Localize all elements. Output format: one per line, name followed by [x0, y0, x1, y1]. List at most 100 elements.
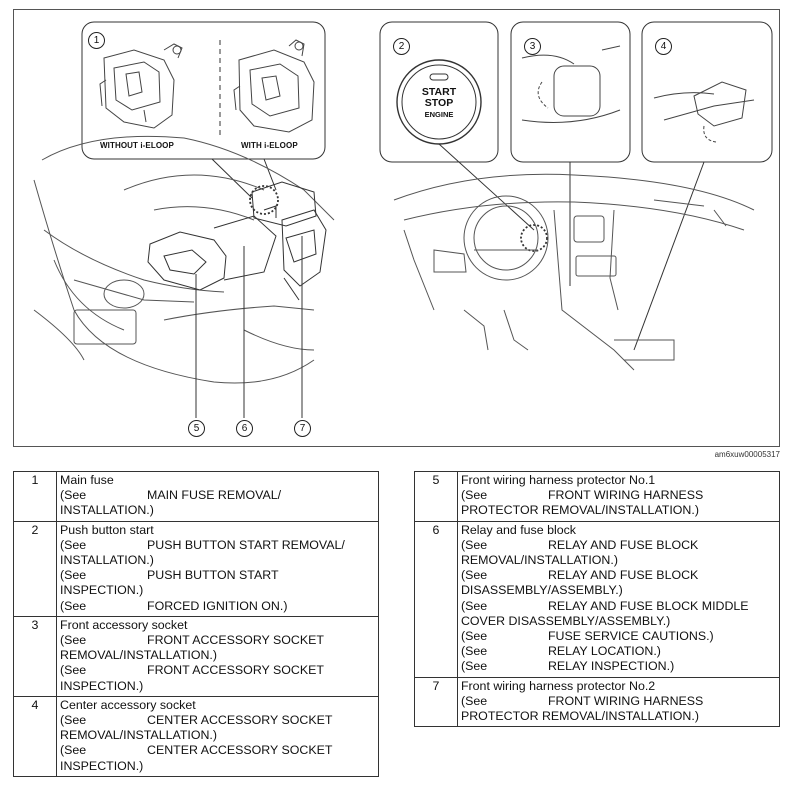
- reference-link[interactable]: (See PUSH BUTTON START REMOVAL/: [60, 538, 375, 553]
- reference-text-cont: INSPECTION.): [60, 678, 144, 693]
- reference-link[interactable]: (See FRONT WIRING HARNESS: [461, 694, 776, 709]
- reference-text-cont: REMOVAL/INSTALLATION.): [460, 553, 618, 568]
- reference-text-cont: REMOVAL/INSTALLATION.): [60, 728, 217, 743]
- callout-6: 6: [236, 420, 253, 437]
- inset-main-fuse: [81, 21, 326, 160]
- reference-text: RELAY AND FUSE BLOCK: [547, 537, 699, 552]
- reference-text: FRONT WIRING HARNESS: [547, 693, 704, 708]
- item-title: Push button start: [60, 522, 154, 537]
- reference-link[interactable]: (See RELAY INSPECTION.): [461, 659, 776, 674]
- reference-link[interactable]: (See FORCED IGNITION ON.): [60, 599, 375, 614]
- reference-text-cont: COVER DISASSEMBLY/ASSEMBLY.): [460, 613, 671, 628]
- reference-text: RELAY LOCATION.): [547, 644, 661, 659]
- reference-text: FRONT ACCESSORY SOCKET: [147, 633, 324, 648]
- item-number: 1: [12, 471, 58, 522]
- see-label: (See: [460, 537, 488, 552]
- reference-text: PUSH BUTTON START: [147, 568, 279, 583]
- reference-text-cont: DISASSEMBLY/ASSEMBLY.): [460, 583, 623, 598]
- item-title: Front accessory socket: [60, 617, 188, 632]
- item-title: Relay and fuse block: [460, 522, 576, 537]
- see-label: (See: [460, 693, 488, 708]
- see-label: (See: [460, 568, 488, 583]
- reference-text: CENTER ACCESSORY SOCKET: [147, 743, 333, 758]
- label-with-ieloop: WITH i-ELOOP: [241, 141, 298, 150]
- location-figure: WITHOUT i-ELOOP WITH i-ELOOP START STOP …: [13, 9, 780, 447]
- fuse-box-with-ieloop: [233, 39, 315, 133]
- item-number: 6: [414, 520, 458, 678]
- reference-text: PUSH BUTTON START REMOVAL/: [147, 537, 345, 552]
- start-button-inner: [401, 64, 477, 140]
- leader-4: [633, 161, 705, 351]
- reference-text-cont: PROTECTOR REMOVAL/INSTALLATION.): [460, 709, 699, 724]
- reference-text: FORCED IGNITION ON.): [147, 598, 288, 613]
- see-label: (See: [60, 633, 87, 648]
- reference-link[interactable]: (See RELAY LOCATION.): [461, 644, 776, 659]
- see-label: (See: [60, 537, 87, 552]
- button-location-marker: [520, 224, 548, 252]
- callout-4: 4: [655, 38, 672, 55]
- reference-text: CENTER ACCESSORY SOCKET: [147, 713, 333, 728]
- item-description: Front wiring harness protector No.2(See F…: [456, 676, 781, 728]
- vehicle-illustration: [33, 21, 773, 418]
- see-label: (See: [60, 568, 87, 583]
- callout-5: 5: [188, 420, 205, 437]
- see-label: (See: [60, 598, 87, 613]
- reference-text-cont: INSTALLATION.): [60, 503, 154, 518]
- reference-link[interactable]: (See PUSH BUTTON START: [60, 568, 375, 583]
- inset-center-socket: [641, 21, 773, 163]
- reference-link[interactable]: (See RELAY AND FUSE BLOCK: [461, 538, 776, 553]
- reference-link[interactable]: (See FRONT ACCESSORY SOCKET: [60, 663, 375, 678]
- see-label: (See: [460, 629, 488, 644]
- see-label: (See: [460, 488, 488, 503]
- see-label: (See: [460, 644, 488, 659]
- reference-text: FRONT ACCESSORY SOCKET: [147, 663, 324, 678]
- item-title: Front wiring harness protector No.2: [460, 678, 656, 693]
- leader-2: [438, 143, 535, 231]
- reference-link[interactable]: (See CENTER ACCESSORY SOCKET: [60, 743, 375, 758]
- image-code: am6xuw00005317: [714, 450, 780, 459]
- label-without-ieloop: WITHOUT i-ELOOP: [100, 141, 174, 150]
- stop-text: STOP: [424, 97, 454, 109]
- reference-text-cont: PROTECTOR REMOVAL/INSTALLATION.): [460, 503, 699, 518]
- reference-link[interactable]: (See FRONT WIRING HARNESS: [461, 488, 776, 503]
- see-label: (See: [60, 713, 87, 728]
- reference-text: RELAY AND FUSE BLOCK: [547, 568, 699, 583]
- see-label: (See: [60, 743, 87, 758]
- center-socket-drawing: [653, 81, 755, 143]
- reference-text: RELAY INSPECTION.): [547, 659, 675, 674]
- item-title: Front wiring harness protector No.1: [460, 473, 656, 487]
- reference-link[interactable]: (See FRONT ACCESSORY SOCKET: [60, 633, 375, 648]
- inset-push-button: [379, 21, 499, 163]
- inset1-leader-right: [263, 158, 277, 191]
- reference-text: FRONT WIRING HARNESS: [547, 488, 704, 503]
- start-button-label: START STOP ENGINE: [412, 87, 466, 120]
- fuse-location-marker: [249, 185, 279, 215]
- see-label: (See: [460, 598, 488, 613]
- callout-7: 7: [294, 420, 311, 437]
- reference-link[interactable]: (See CENTER ACCESSORY SOCKET: [60, 713, 375, 728]
- reference-text-cont: INSPECTION.): [60, 758, 144, 773]
- start-text: START: [421, 86, 457, 98]
- inset1-leader-left: [211, 158, 253, 199]
- reference-link[interactable]: (See FUSE SERVICE CAUTIONS.): [461, 629, 776, 644]
- item-description: Front wiring harness protector No.1(See F…: [456, 471, 781, 522]
- item-number: 5: [414, 471, 458, 522]
- see-label: (See: [60, 663, 87, 678]
- callout-2: 2: [393, 38, 410, 55]
- see-label: (See: [460, 659, 488, 674]
- reference-link[interactable]: (See RELAY AND FUSE BLOCK: [461, 568, 776, 583]
- reference-text: FUSE SERVICE CAUTIONS.): [547, 629, 714, 644]
- item-title: Main fuse: [60, 473, 114, 487]
- item-number: 7: [414, 676, 458, 728]
- callout-1: 1: [88, 32, 105, 49]
